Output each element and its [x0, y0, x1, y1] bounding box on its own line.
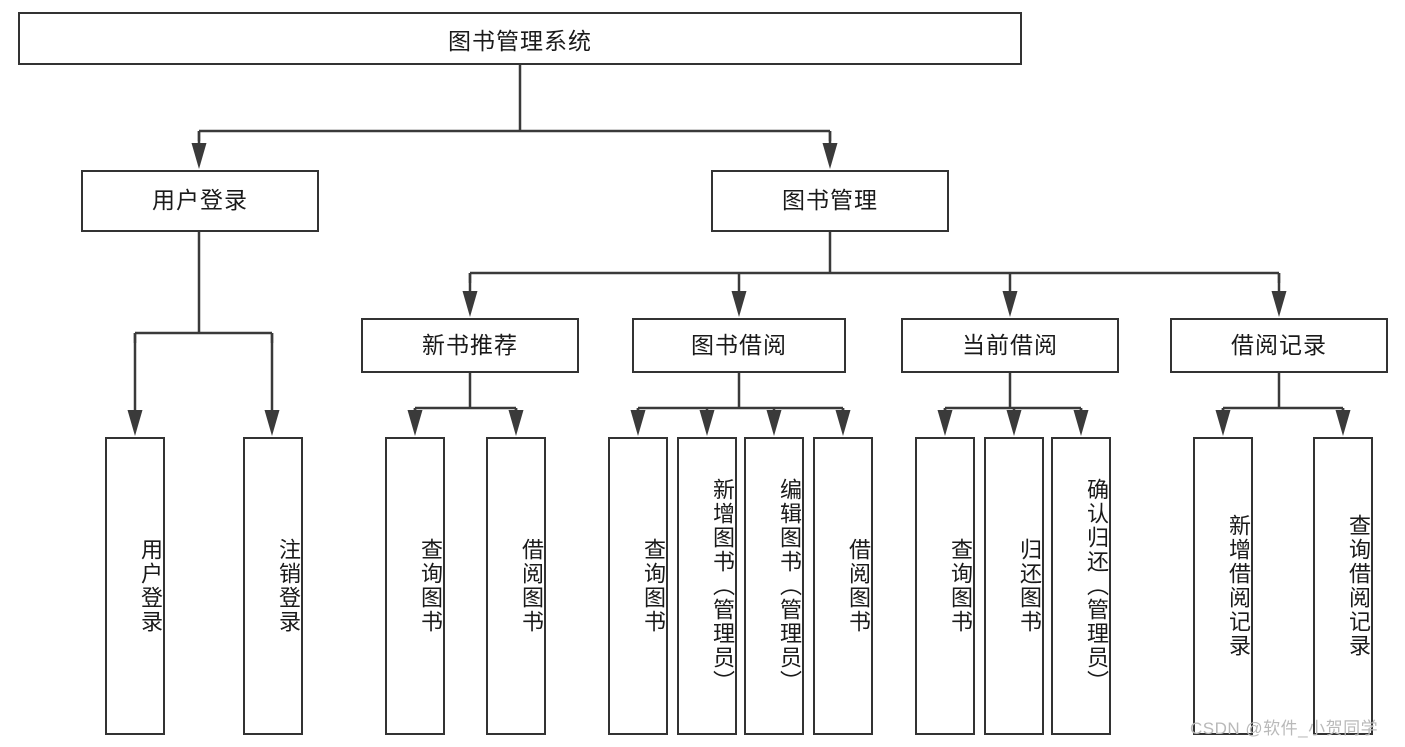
leaf-current-return-book[interactable]: 归还图书: [984, 437, 1044, 735]
leaf-user-login[interactable]: 用户登录: [105, 437, 165, 735]
node-borrowing-records[interactable]: 借阅记录: [1170, 318, 1388, 373]
leaf-current-query-book[interactable]: 查询图书: [915, 437, 975, 735]
leaf-user-logout[interactable]: 注销登录: [243, 437, 303, 735]
leaf-borrowing-edit-book[interactable]: 编辑图书（管理员）: [744, 437, 804, 735]
leaf-borrowing-query-book[interactable]: 查询图书: [608, 437, 668, 735]
leaf-recommend-query-book[interactable]: 查询图书: [385, 437, 445, 735]
leaf-borrowing-borrow-book[interactable]: 借阅图书: [813, 437, 873, 735]
leaf-borrowing-add-book[interactable]: 新增图书（管理员）: [677, 437, 737, 735]
node-book-management[interactable]: 图书管理: [711, 170, 949, 232]
leaf-record-add-record[interactable]: 新增借阅记录: [1193, 437, 1253, 735]
node-new-book-recommendation[interactable]: 新书推荐: [361, 318, 579, 373]
node-root-system[interactable]: 图书管理系统: [18, 12, 1022, 65]
node-book-borrowing[interactable]: 图书借阅: [632, 318, 846, 373]
csdn-watermark: CSDN @软件_小贺同学: [1190, 719, 1379, 738]
node-current-borrowing[interactable]: 当前借阅: [901, 318, 1119, 373]
leaf-current-confirm-return[interactable]: 确认归还（管理员）: [1051, 437, 1111, 735]
node-user-login[interactable]: 用户登录: [81, 170, 319, 232]
leaf-recommend-borrow-book[interactable]: 借阅图书: [486, 437, 546, 735]
leaf-record-query-record[interactable]: 查询借阅记录: [1313, 437, 1373, 735]
